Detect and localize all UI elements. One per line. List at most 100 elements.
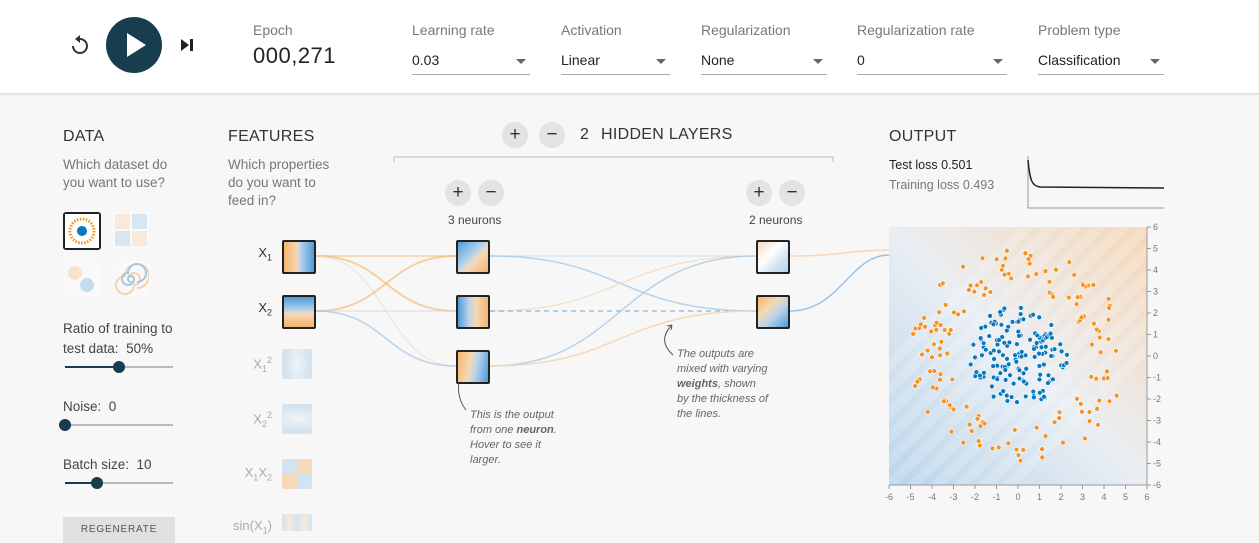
y-axis-tick-label: -3 <box>1153 416 1161 426</box>
x-axis-tick-label: -6 <box>885 492 893 502</box>
data-point-orange <box>978 279 984 285</box>
reset-icon[interactable] <box>68 33 92 57</box>
dataset-xor-thumbnail[interactable] <box>113 212 149 248</box>
x-axis-tick-label: 4 <box>1101 492 1106 502</box>
ratio-label-2: test data: 50% <box>63 340 153 358</box>
data-point-blue <box>1018 353 1025 360</box>
layer-2-remove-neuron-button[interactable]: − <box>779 180 805 206</box>
data-point-blue <box>1027 337 1033 343</box>
dataset-gaussian-thumbnail[interactable] <box>63 261 99 297</box>
neuron-l2-1[interactable] <box>756 240 790 274</box>
data-point-blue <box>1050 376 1056 383</box>
data-point-orange <box>961 308 967 315</box>
heatmap-band <box>841 203 1147 509</box>
data-point-blue <box>1014 399 1020 405</box>
data-point-orange <box>1015 452 1022 458</box>
chevron-down-icon <box>993 59 1003 64</box>
data-point-orange <box>960 439 966 446</box>
neuron-l1-3[interactable] <box>456 350 490 384</box>
batch-size-slider[interactable] <box>65 482 173 484</box>
feature-x1-box[interactable] <box>282 240 316 274</box>
noise-label-text: Noise: <box>63 399 102 414</box>
step-icon[interactable] <box>178 35 198 55</box>
layer-2-add-neuron-button[interactable]: + <box>746 180 772 206</box>
remove-layer-button[interactable]: − <box>539 122 565 148</box>
neuron-note: This is the output from one neuron. Hove… <box>470 409 557 466</box>
ratio-value: 50% <box>126 341 154 356</box>
data-point-orange <box>941 398 947 405</box>
x-axis-tick-label: 6 <box>1144 492 1149 502</box>
data-point-blue <box>980 340 987 346</box>
data-point-orange <box>982 285 989 292</box>
data-point-orange <box>1073 301 1080 307</box>
data-point-orange <box>966 421 973 428</box>
data-point-blue <box>1023 393 1029 400</box>
learning-rate-select[interactable]: 0.03 <box>412 50 530 75</box>
feature-x2-box[interactable] <box>282 295 316 329</box>
batch-size-slider-thumb[interactable] <box>91 477 104 489</box>
hidden-layers-count: 2 <box>580 126 590 143</box>
feature-x1x2-box[interactable] <box>282 459 312 489</box>
ratio-slider-thumb[interactable] <box>113 361 125 373</box>
data-point-orange <box>930 384 936 391</box>
data-point-orange <box>1056 415 1062 421</box>
layer-1-add-neuron-button[interactable]: + <box>445 180 471 206</box>
noise-slider[interactable] <box>65 424 173 426</box>
data-point-blue <box>1000 352 1006 358</box>
data-point-blue <box>1064 352 1070 358</box>
data-point-orange <box>1053 267 1059 273</box>
play-button[interactable] <box>106 17 162 73</box>
play-icon <box>127 33 146 57</box>
dataset-spiral-thumbnail[interactable] <box>113 261 150 297</box>
data-title: DATA <box>63 128 105 145</box>
batch-slider-fill <box>65 482 98 484</box>
feature-x1-squared-box[interactable] <box>282 349 312 379</box>
data-point-orange <box>981 292 987 298</box>
neuron-l1-1[interactable] <box>456 240 490 274</box>
layer-1-remove-neuron-button[interactable]: − <box>478 180 504 206</box>
data-point-orange <box>981 420 988 427</box>
data-point-blue <box>1045 372 1052 379</box>
data-subtitle-2: you want to use? <box>63 175 166 190</box>
neuron-l1-2[interactable] <box>456 295 490 329</box>
data-point-orange <box>924 347 931 354</box>
data-point-orange <box>1105 296 1112 302</box>
noise-slider-thumb[interactable] <box>59 419 71 431</box>
x-axis-tick-label: -2 <box>971 492 979 502</box>
data-point-orange <box>1106 398 1113 404</box>
dataset-circle-thumbnail[interactable] <box>63 212 101 250</box>
add-layer-button[interactable]: + <box>502 122 528 148</box>
feature-x2-squared-box[interactable] <box>282 404 312 434</box>
feature-sin-x1-box[interactable] <box>282 514 312 531</box>
data-point-orange <box>1042 268 1049 274</box>
data-point-orange <box>1088 374 1094 380</box>
data-point-orange <box>1002 255 1009 262</box>
data-point-blue <box>1058 348 1065 355</box>
data-point-orange <box>912 383 918 389</box>
regularization-rate-select[interactable]: 0 <box>857 50 1007 75</box>
data-point-orange <box>971 288 977 295</box>
data-point-blue <box>990 393 997 400</box>
data-point-orange <box>1001 271 1008 278</box>
data-point-orange <box>1079 409 1085 415</box>
data-point-orange <box>927 368 933 374</box>
data-point-orange <box>989 445 996 452</box>
data-point-orange <box>937 322 944 328</box>
data-point-blue <box>1018 305 1024 311</box>
data-point-blue <box>1045 380 1051 386</box>
data-point-blue <box>977 335 984 341</box>
data-point-orange <box>1017 457 1024 464</box>
data-point-blue <box>1014 341 1020 347</box>
problem-type-select[interactable]: Classification <box>1038 50 1164 75</box>
chevron-down-icon <box>1150 59 1160 64</box>
data-point-blue <box>1017 311 1024 317</box>
neuron-l2-2[interactable] <box>756 295 790 329</box>
output-title: OUTPUT <box>889 128 957 145</box>
data-subtitle-1: Which dataset do <box>63 157 168 172</box>
regularization-select[interactable]: None <box>701 50 827 75</box>
problem-type-value: Classification <box>1038 52 1121 68</box>
data-point-blue <box>968 361 974 368</box>
activation-select[interactable]: Linear <box>561 50 670 75</box>
data-point-orange <box>938 339 945 345</box>
data-point-blue <box>1048 322 1054 328</box>
